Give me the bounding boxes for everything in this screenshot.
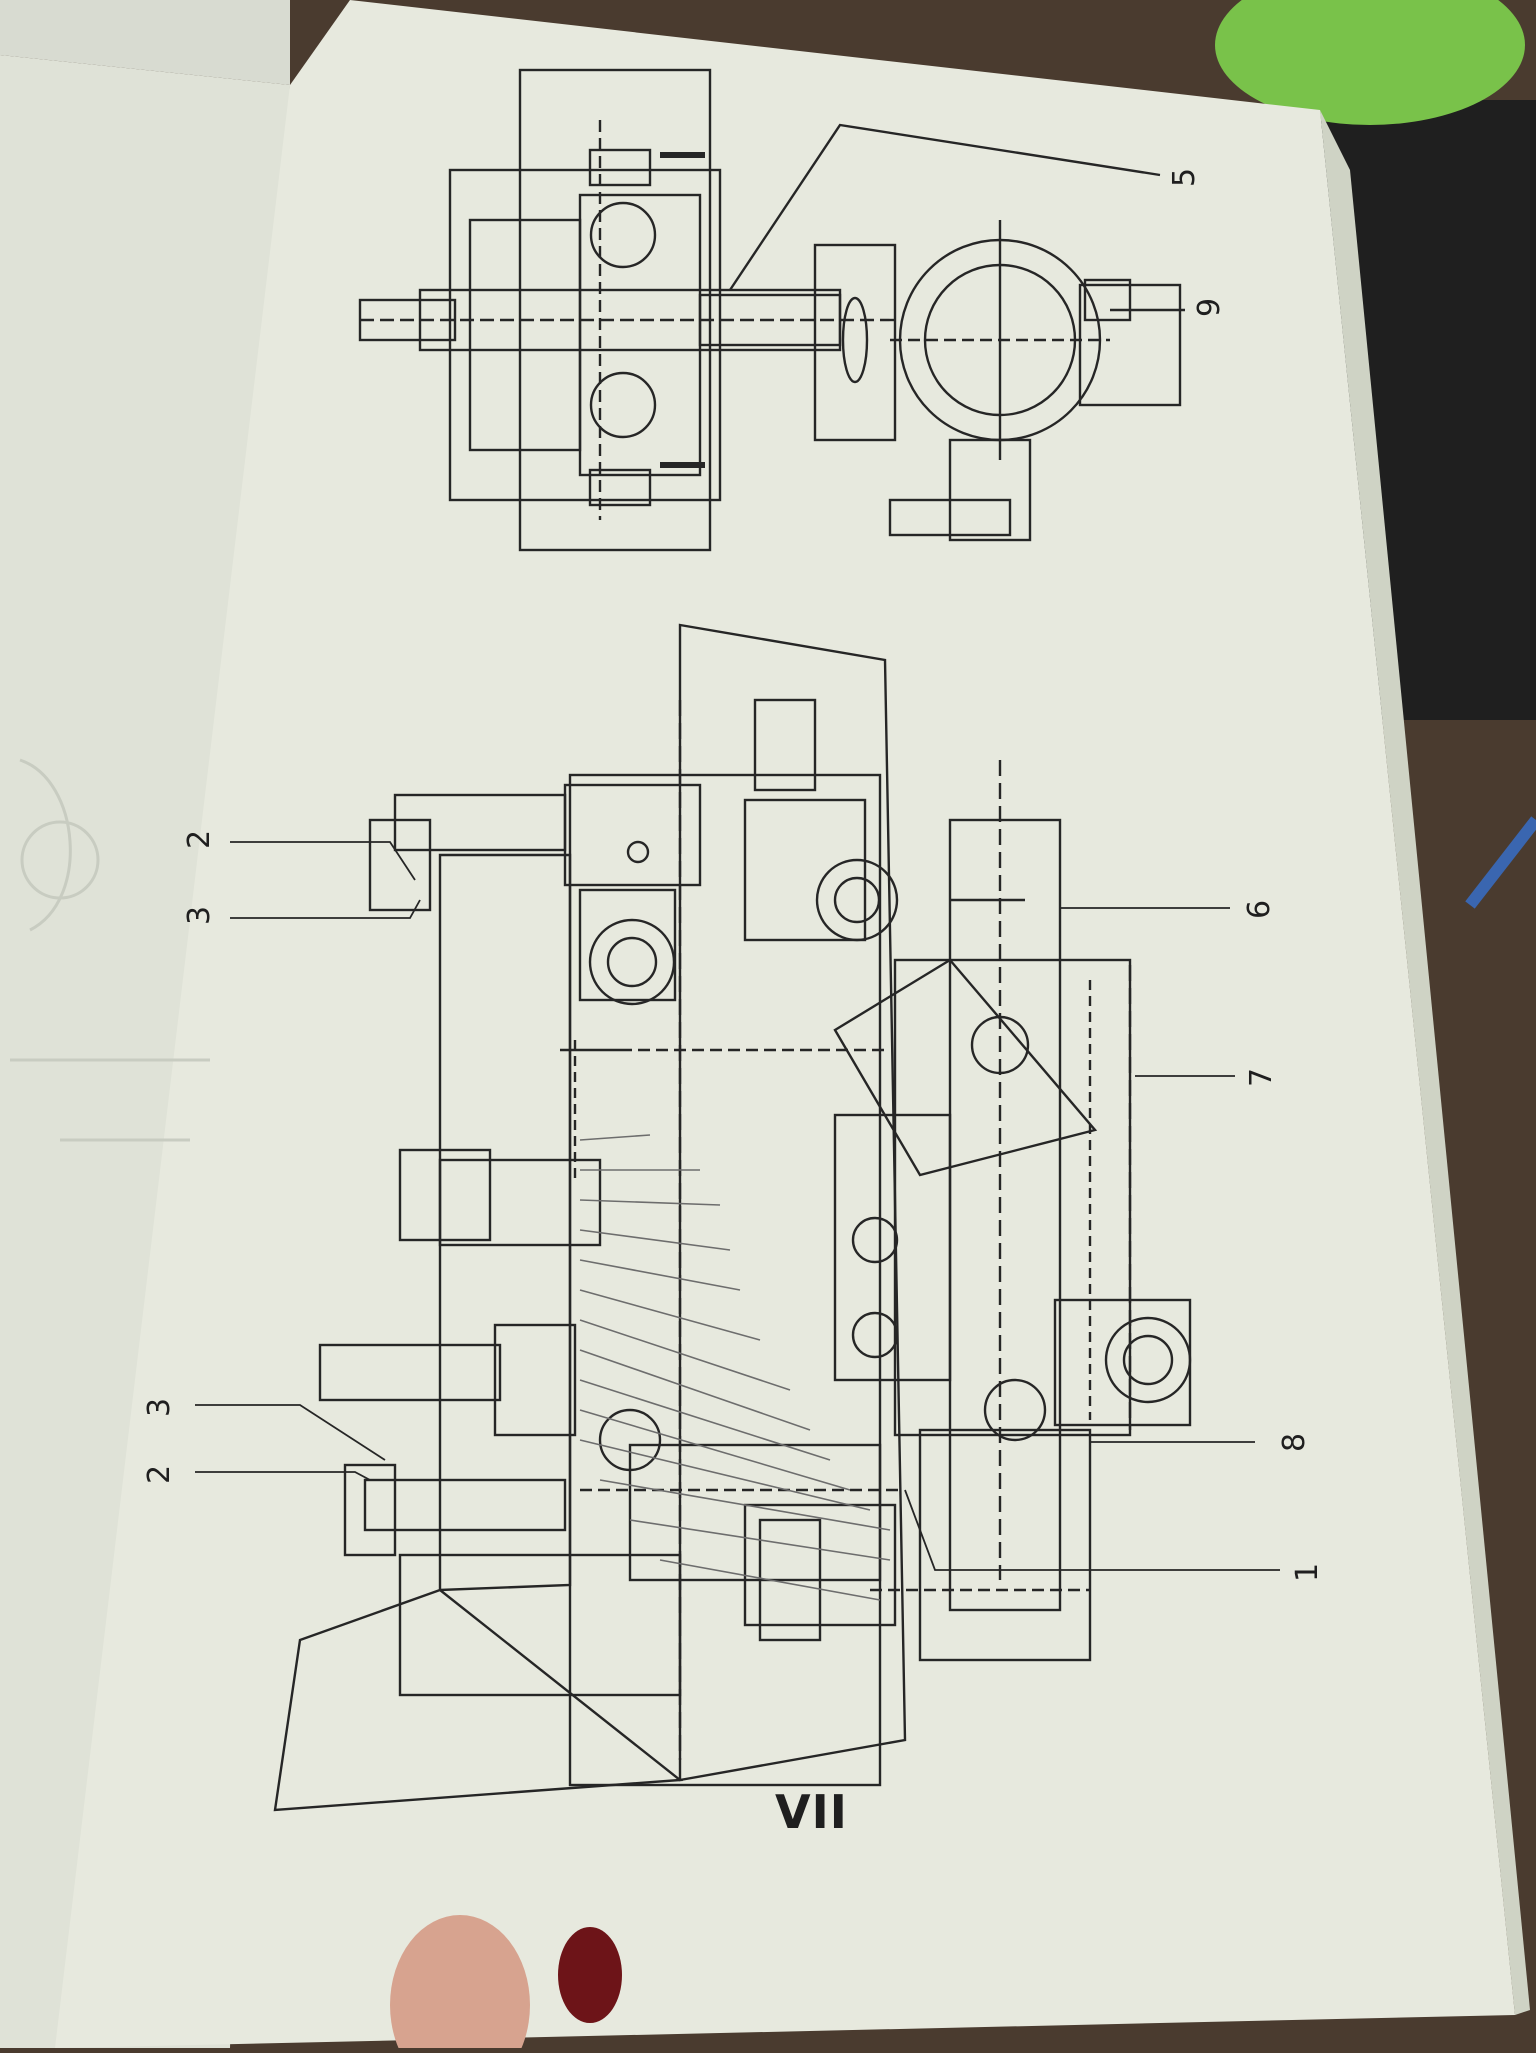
callout-2-bottom: 2	[142, 1464, 178, 1485]
callout-7: 7	[1244, 1067, 1280, 1088]
finger-nail	[558, 1927, 622, 2023]
callout-8: 8	[1277, 1432, 1313, 1453]
finger	[390, 1915, 530, 2053]
page-edge-stack	[1320, 110, 1530, 2015]
green-object	[1215, 0, 1525, 125]
callout-3-bottom: 3	[142, 1397, 178, 1418]
bleed-through	[10, 758, 210, 1142]
callout-9: 9	[1192, 297, 1228, 318]
main-page	[55, 0, 1515, 2048]
leader-lines	[195, 841, 1280, 1571]
top-drawing	[358, 68, 1185, 552]
callout-2-top: 2	[182, 829, 218, 850]
bottom-drawing	[273, 623, 1192, 1812]
callout-5: 5	[1167, 167, 1203, 188]
figure-label: VII	[775, 1785, 848, 1839]
papers-top-left	[0, 0, 290, 85]
callout-1: 1	[1290, 1562, 1326, 1583]
callout-3-top: 3	[182, 905, 218, 926]
callout-6: 6	[1242, 899, 1278, 920]
pen	[1465, 816, 1536, 909]
hatched-section	[579, 1134, 891, 1601]
